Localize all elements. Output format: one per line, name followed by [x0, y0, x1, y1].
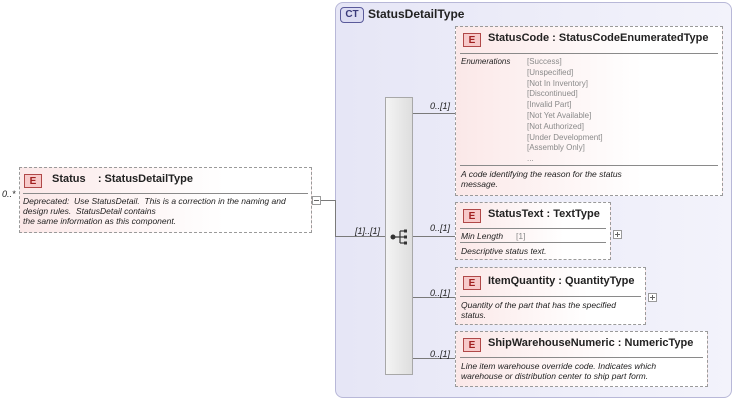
connector-child-4 — [413, 358, 455, 359]
sequence-multiplicity: [1]..[1] — [355, 226, 381, 236]
child-3-multiplicity: 0..[1] — [430, 288, 451, 298]
enumeration-value: [Not Yet Available] — [527, 110, 592, 120]
element-badge: E — [463, 33, 481, 47]
connector-child-1 — [413, 113, 455, 114]
plus-bar-v — [652, 295, 653, 300]
enumerations-label: Enumerations — [461, 57, 511, 66]
element-description: A code identifying the reason for the st… — [461, 169, 622, 189]
element-description: Deprecated: Use StatusDetail. This is a … — [23, 196, 286, 226]
element-itemquantity[interactable]: E ItemQuantity : QuantityType Quantity o… — [455, 267, 646, 325]
element-title: ItemQuantity : QuantityType — [488, 275, 635, 287]
divider — [460, 242, 606, 243]
enumeration-value: [Not In Inventory] — [527, 78, 588, 88]
divider — [23, 193, 308, 194]
root-multiplicity: 0..* — [2, 189, 16, 199]
minus-icon[interactable] — [312, 196, 321, 205]
element-statuscode[interactable]: E StatusCode : StatusCodeEnumeratedType … — [455, 26, 723, 196]
enumeration-value: [Success] — [527, 57, 562, 66]
enumeration-value: [Invalid Part] — [527, 100, 572, 110]
element-badge: E — [463, 276, 481, 290]
divider — [460, 228, 606, 229]
complex-type-title: StatusDetailType — [368, 7, 465, 21]
child-2-multiplicity: 0..[1] — [430, 223, 451, 233]
element-title: ShipWarehouseNumeric : NumericType — [488, 337, 694, 349]
enumeration-value: [Not Authorized] — [527, 121, 584, 131]
connector-child-3 — [413, 297, 455, 298]
element-description: Quantity of the part that has the specif… — [461, 300, 616, 320]
element-badge: E — [463, 338, 481, 352]
element-shipwarehousenumeric[interactable]: E ShipWarehouseNumeric : NumericType Lin… — [455, 331, 708, 387]
enumeration-value: [Under Development] — [527, 132, 603, 142]
min-length-label: Min Length — [461, 231, 504, 241]
complex-type-badge: CT — [340, 7, 364, 23]
sequence-icon — [390, 229, 407, 245]
root-element-status[interactable]: E Status : StatusDetailType Deprecated: … — [19, 167, 312, 233]
child-1-multiplicity: 0..[1] — [430, 101, 451, 111]
enumeration-value: [Unspecified] — [527, 67, 574, 77]
element-title: StatusCode : StatusCodeEnumeratedType — [488, 32, 709, 44]
element-title: Status : StatusDetailType — [52, 173, 193, 185]
element-statustext[interactable]: E StatusText : TextType Min Length [1] D… — [455, 202, 611, 260]
min-length-value: [1] — [516, 231, 526, 241]
divider — [460, 165, 718, 166]
child-4-multiplicity: 0..[1] — [430, 349, 451, 359]
connector-vertical — [335, 200, 336, 237]
plus-icon[interactable] — [648, 293, 657, 302]
element-badge: E — [24, 174, 42, 188]
plus-bar-v — [617, 232, 618, 237]
connector-child-2 — [413, 236, 455, 237]
element-title: StatusText : TextType — [488, 208, 600, 220]
minus-bar — [314, 200, 319, 201]
divider — [460, 53, 718, 54]
element-badge: E — [463, 209, 481, 223]
element-description: Line item warehouse override code. Indic… — [461, 361, 657, 381]
divider — [460, 296, 641, 297]
enumeration-value: [Discontinued] — [527, 89, 578, 99]
enumeration-value: ... — [527, 154, 534, 164]
connector-sequence — [335, 236, 385, 237]
sequence-compositor[interactable] — [385, 97, 413, 375]
plus-icon[interactable] — [613, 230, 622, 239]
enumeration-value: [Assembly Only] — [527, 143, 585, 153]
element-description: Descriptive status text. — [461, 246, 547, 256]
connector-root — [321, 200, 335, 201]
enumeration-list: [Success] [Unspecified] [Not In Inventor… — [527, 57, 603, 165]
divider — [460, 357, 703, 358]
